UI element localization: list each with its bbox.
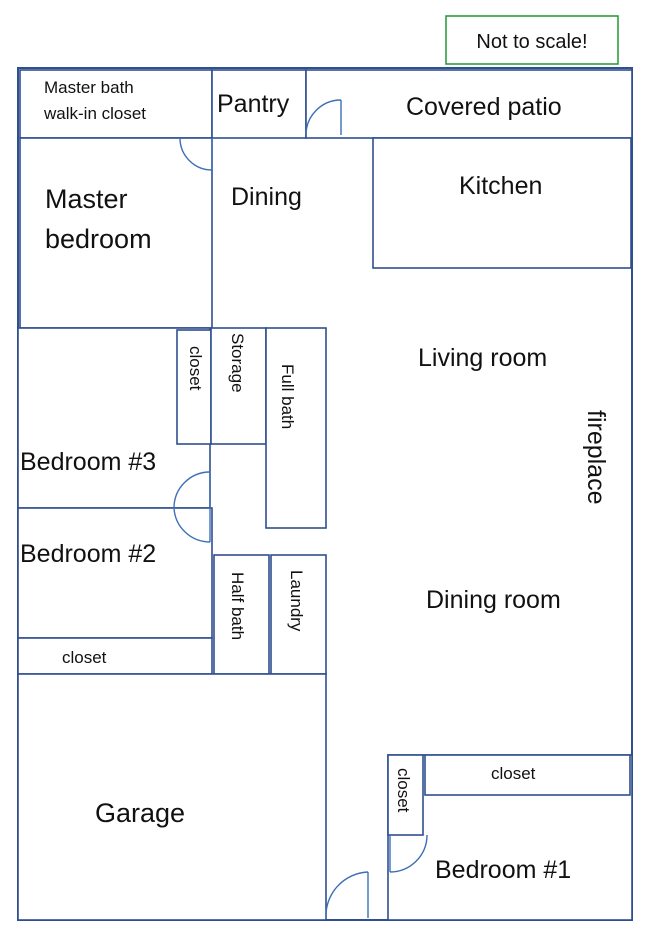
bedroom-3-label: Bedroom #3 xyxy=(20,448,156,476)
closet-bedroom-1-side xyxy=(387,754,424,836)
door-pantry xyxy=(305,99,342,136)
half-bath-label: Half bath xyxy=(228,572,247,640)
master-closet xyxy=(19,69,213,139)
covered-patio xyxy=(305,69,633,139)
full-bath-label: Full bath xyxy=(278,364,297,429)
closet-bedroom-3 xyxy=(176,329,212,445)
storage xyxy=(210,327,267,445)
note-box xyxy=(445,15,619,65)
storage-label: Storage xyxy=(228,333,247,393)
master-closet-label-line2: walk-in closet xyxy=(43,104,146,123)
living-room-label: Living room xyxy=(418,344,547,372)
bedroom-2-label: Bedroom #2 xyxy=(20,540,156,568)
closet-bedroom-2 xyxy=(17,637,213,675)
laundry-label: Laundry xyxy=(287,570,306,632)
kitchen xyxy=(372,137,632,269)
fireplace-label: fireplace xyxy=(582,410,610,505)
garage-label: Garage xyxy=(95,798,185,828)
master-bedroom-label-line1: Master xyxy=(45,184,128,214)
closet-bedroom-1-top xyxy=(424,754,631,796)
door-bedroom-1 xyxy=(389,834,428,873)
laundry xyxy=(270,554,327,675)
full-bath xyxy=(265,327,327,529)
master-bedroom-label-line2: bedroom xyxy=(45,224,152,254)
door-master-closet xyxy=(179,137,213,171)
closet-bedroom-1-top-label: closet xyxy=(491,764,536,783)
door-bedroom-2 xyxy=(173,507,211,543)
bedroom-1-label: Bedroom #1 xyxy=(435,856,571,884)
door-garage xyxy=(325,871,369,919)
kitchen-label: Kitchen xyxy=(459,172,542,200)
note-text: Not to scale! xyxy=(476,31,587,53)
closet-bedroom-1-side-label: closet xyxy=(394,768,413,813)
master-closet-label-line1: Master bath xyxy=(44,78,134,97)
garage xyxy=(17,673,327,921)
bedroom-2 xyxy=(17,507,213,639)
closet-bedroom-3-label: closet xyxy=(186,346,205,391)
dining-room-label: Dining room xyxy=(426,586,561,614)
covered-patio-label: Covered patio xyxy=(406,93,562,121)
dining-label: Dining xyxy=(231,183,302,211)
door-bedroom-3 xyxy=(173,471,211,509)
closet-bedroom-2-label: closet xyxy=(62,648,107,667)
pantry-label: Pantry xyxy=(217,90,290,118)
